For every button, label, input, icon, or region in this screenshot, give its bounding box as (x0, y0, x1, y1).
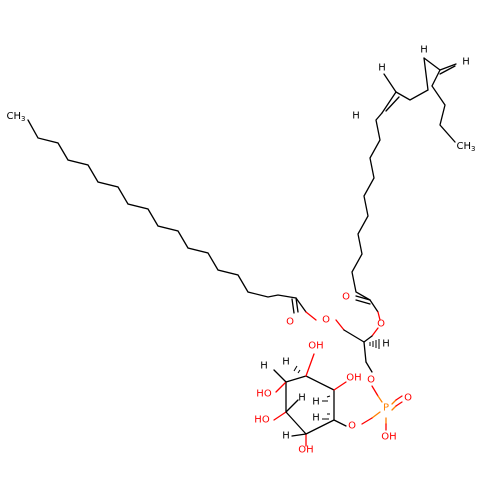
oh-ring2-label: OH (346, 373, 361, 384)
ester1-carbonyl-bond-b (291, 298, 295, 314)
ester2-carbonyl-bond-b (355, 299, 371, 305)
ch3-top-label: CH3 (7, 111, 26, 124)
p-label: P (383, 403, 389, 414)
inositol-ring (273, 353, 347, 447)
h-db2a-label: H (378, 63, 386, 74)
ring-bond-6 (285, 375, 307, 383)
o-phos-link2-label: O (348, 421, 356, 432)
ring-bond-4 (285, 411, 307, 435)
o-ester2-link-label: O (377, 319, 385, 330)
h-ring4-label: H (298, 393, 306, 404)
o-ester1-carbonyl-label: O (286, 317, 294, 328)
ester1-o-ch2-bond (335, 319, 345, 331)
o-ring-c1-bond (333, 419, 347, 427)
p-o-ring-bond (371, 411, 381, 419)
h-ring6-label: H (312, 413, 320, 424)
c5-oh-bond (273, 411, 287, 421)
ester2-c-o-bond (369, 299, 379, 313)
h-ring2-label: H (260, 361, 268, 372)
c6-oh-bond (275, 381, 287, 393)
double-bond-2-b (385, 96, 400, 112)
ester2-o-c2-bond (371, 327, 379, 337)
ester2-o-link-bond (377, 311, 381, 321)
oh-ring6-label: HO (254, 415, 270, 426)
h-db1a-label: H (420, 45, 428, 56)
chain-mid (395, 57, 429, 101)
o-ester1-link-label: O (322, 315, 330, 326)
unsaturated-chain (351, 57, 457, 343)
ring-bond-1 (305, 375, 335, 391)
double-bond-2-a (383, 73, 397, 93)
chain-tail (431, 69, 456, 143)
oh-ring1-label: OH (308, 341, 323, 352)
p-double-o-b (395, 395, 403, 401)
phosphate-group (333, 385, 403, 431)
double-bond-1-b (439, 65, 456, 75)
glycerol-stereocenter (363, 339, 380, 373)
double-bond-1-c (439, 63, 457, 71)
double-bond-1-a (423, 57, 441, 71)
c5-h-bond (285, 399, 299, 413)
ester2-carbonyl-bond-a (355, 295, 371, 301)
chain-lower (351, 112, 383, 301)
oh-ring3-label: OH (298, 445, 313, 456)
ester1-carbonyl-bond-a (295, 297, 299, 313)
glycerol-c3-o-bond (365, 361, 373, 373)
glycerol-ch2-c2-bond (343, 329, 365, 343)
ester2-c2-bond (363, 335, 373, 343)
double-bond-2-c (381, 91, 397, 114)
h-db1b-label: H (462, 57, 470, 68)
h-ring5-label: H (282, 431, 290, 442)
h-db2b-label: H (352, 111, 360, 122)
o-phos-double-label: O (404, 393, 412, 404)
ring-bond-3 (305, 419, 335, 435)
h-ring3-label: H (312, 397, 320, 408)
atom-labels: CH3 CH3 H H H H O O O O H O P O OH O OH … (7, 45, 476, 456)
ch3-right-label: CH3 (457, 141, 476, 154)
c2-oh-bond (333, 381, 347, 391)
oh-phos-label: OH (381, 432, 396, 443)
ester1-o-link-bond (305, 311, 317, 321)
o-phos-link1-label: O (367, 375, 375, 386)
h-glycerol-label: H (382, 339, 390, 350)
oh-ring5-label: HO (256, 389, 272, 400)
o-ester2-carbonyl-label: O (342, 292, 350, 303)
c6-h-bond (273, 369, 287, 383)
c1-oh-bond (305, 353, 315, 377)
ester1-c-o-bond (295, 297, 307, 313)
p-double-o-a (391, 399, 397, 405)
h-ring1-label: H (282, 357, 290, 368)
palmitoyl-chain (27, 119, 365, 343)
palmitoyl-backbone (27, 119, 297, 299)
c4-h-bond (291, 433, 307, 437)
glycerol-c2-c3-bond (363, 341, 367, 363)
o-p-bond-top (371, 385, 379, 397)
